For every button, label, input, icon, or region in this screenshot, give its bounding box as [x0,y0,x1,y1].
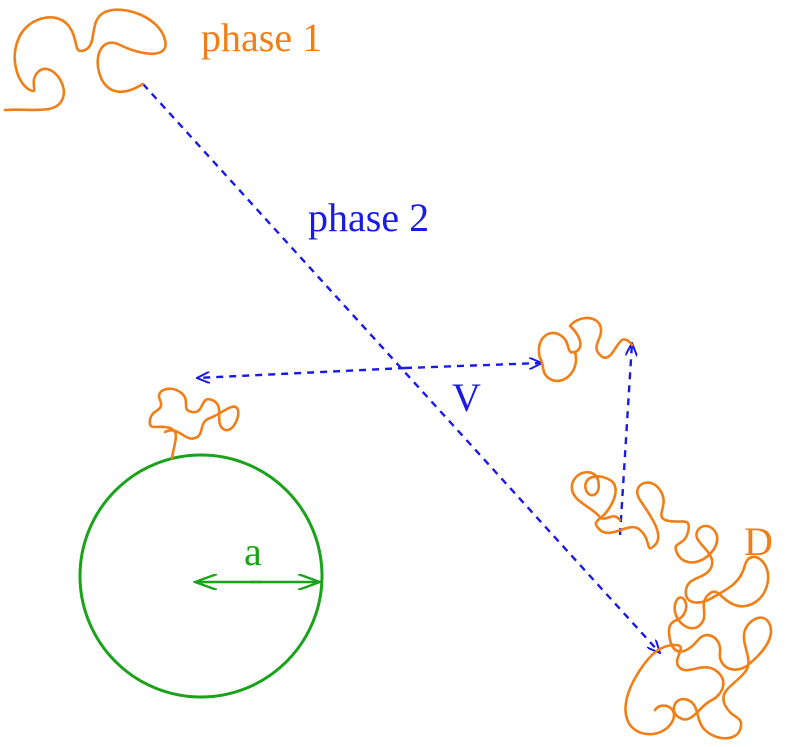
arrow-vertical [618,343,632,536]
phase2-label: phase 2 [308,195,430,240]
velocity-label: V [452,375,481,420]
phase2-trajectory [142,83,660,653]
particle-sphere [78,453,324,699]
polymer-diffusing [570,471,773,740]
arrow-to-left-polymer [197,366,406,378]
arrow-to-right-polymer [404,363,542,368]
polymer-adsorbed [148,387,240,460]
diffusion-label: D [744,519,773,564]
polymer-hop [537,316,634,383]
phase1-label: phase 1 [201,15,323,60]
polymer-phase1 [3,8,167,112]
radius-label: a [244,529,262,574]
